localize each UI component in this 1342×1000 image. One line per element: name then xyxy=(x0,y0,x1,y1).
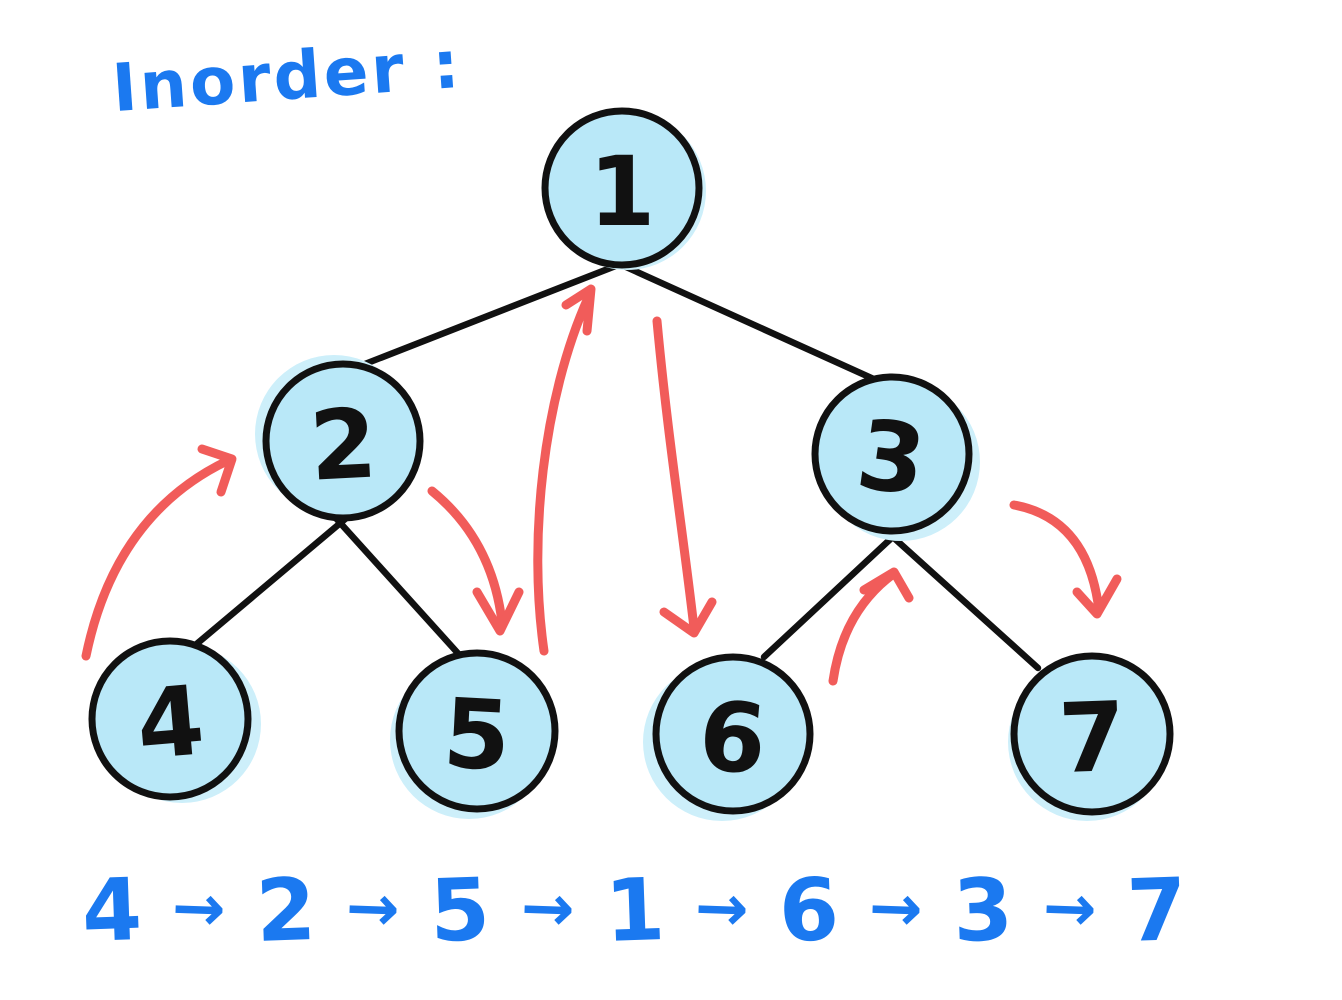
node-5-circle xyxy=(395,649,559,813)
node-5: 5 xyxy=(390,649,559,819)
edge-1-3 xyxy=(600,253,882,385)
edge-2-4 xyxy=(189,500,367,651)
arrow-right-icon: → xyxy=(519,871,576,947)
sequence-value: 3 xyxy=(951,859,1015,963)
node-3-circle xyxy=(811,373,973,535)
arrow-right-icon: → xyxy=(345,871,402,947)
node-4-circle xyxy=(88,637,252,801)
node-3: 3 xyxy=(811,373,980,541)
arrowhead-2-to-5 xyxy=(472,587,524,636)
arrow-right-icon: → xyxy=(867,871,924,947)
sequence-value: 2 xyxy=(254,859,318,963)
arrowhead-6-to-3 xyxy=(859,567,914,603)
arrow-3-to-7 xyxy=(1009,500,1103,608)
node-4-label: 4 xyxy=(132,664,208,781)
traversal-sequence: 4 → 2 → 5 → 1 → 6 → 3 → 7 xyxy=(80,859,1189,963)
arrowhead-3-to-7 xyxy=(1072,574,1122,619)
node-7-label: 7 xyxy=(1057,681,1128,795)
node-2-label: 2 xyxy=(307,387,380,502)
edge-3-7 xyxy=(869,515,1042,672)
arrow-1-to-6 xyxy=(652,316,699,633)
node-5-label: 5 xyxy=(441,677,514,792)
node-1: 1 xyxy=(541,107,706,270)
node-3-label: 3 xyxy=(851,398,933,518)
node-2-circle xyxy=(262,360,424,522)
node-2: 2 xyxy=(255,355,424,522)
edge-1-2 xyxy=(343,252,645,375)
node-6-circle xyxy=(652,653,814,815)
node-1-label: 1 xyxy=(589,136,656,248)
sequence-value: 4 xyxy=(80,859,144,963)
node-1-circle xyxy=(541,107,703,269)
arrowhead-5-to-1 xyxy=(561,284,596,336)
sequence-value: 7 xyxy=(1125,859,1189,963)
sequence-value: 1 xyxy=(602,859,667,963)
node-7-circle xyxy=(1010,652,1174,816)
tree-nodes: 1 2 3 4 5 xyxy=(88,107,1174,821)
arrow-right-icon: → xyxy=(170,871,228,947)
node-7: 7 xyxy=(1008,652,1174,821)
traversal-arrows xyxy=(81,284,1122,686)
tree-edges xyxy=(189,252,1042,672)
arrow-2-to-5 xyxy=(427,486,507,627)
arrow-right-icon: → xyxy=(1041,871,1099,947)
arrow-4-to-2 xyxy=(81,456,232,661)
edge-3-6 xyxy=(760,514,917,661)
edge-2-5 xyxy=(320,501,468,664)
sequence-value: 5 xyxy=(428,859,492,963)
node-4: 4 xyxy=(88,637,261,803)
arrowhead-4-to-2 xyxy=(197,444,237,497)
node-6: 6 xyxy=(643,653,814,821)
arrowhead-1-to-6 xyxy=(659,597,717,638)
arrow-5-to-1 xyxy=(533,293,593,656)
arrow-right-icon: → xyxy=(693,871,750,947)
node-6-label: 6 xyxy=(694,679,770,796)
sequence-value: 6 xyxy=(777,859,841,963)
